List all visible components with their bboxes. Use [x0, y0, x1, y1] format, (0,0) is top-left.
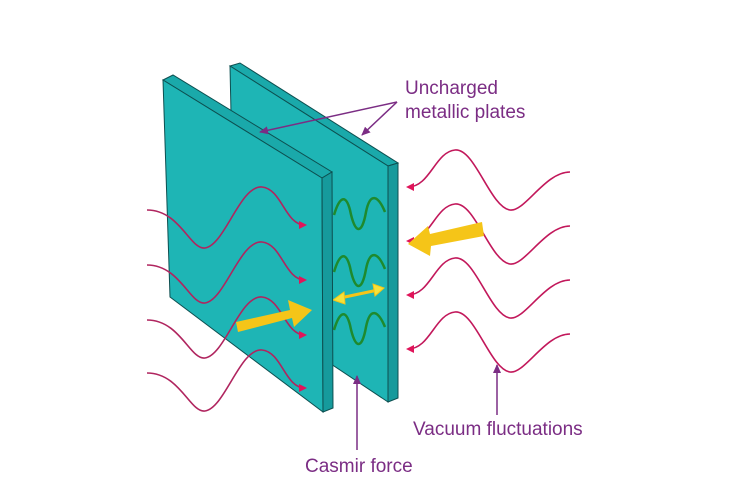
plates-label: Uncharged metallic plates [405, 77, 525, 125]
right-force-arrow [408, 222, 484, 256]
right-vacuum-waves [406, 149, 571, 373]
label-pointers [259, 101, 501, 450]
plates-label-line2: metallic plates [405, 102, 526, 123]
casimir-force-label: Casmir force [305, 456, 413, 477]
vacuum-fluctuations-label: Vacuum fluctuations [413, 419, 583, 440]
plates-label-line1: Uncharged [405, 78, 498, 99]
left-force-arrow [236, 300, 312, 332]
casimir-force-arrow [331, 283, 385, 305]
inner-waves [332, 196, 387, 346]
front-plate [161, 74, 334, 414]
left-vacuum-waves [146, 186, 307, 412]
